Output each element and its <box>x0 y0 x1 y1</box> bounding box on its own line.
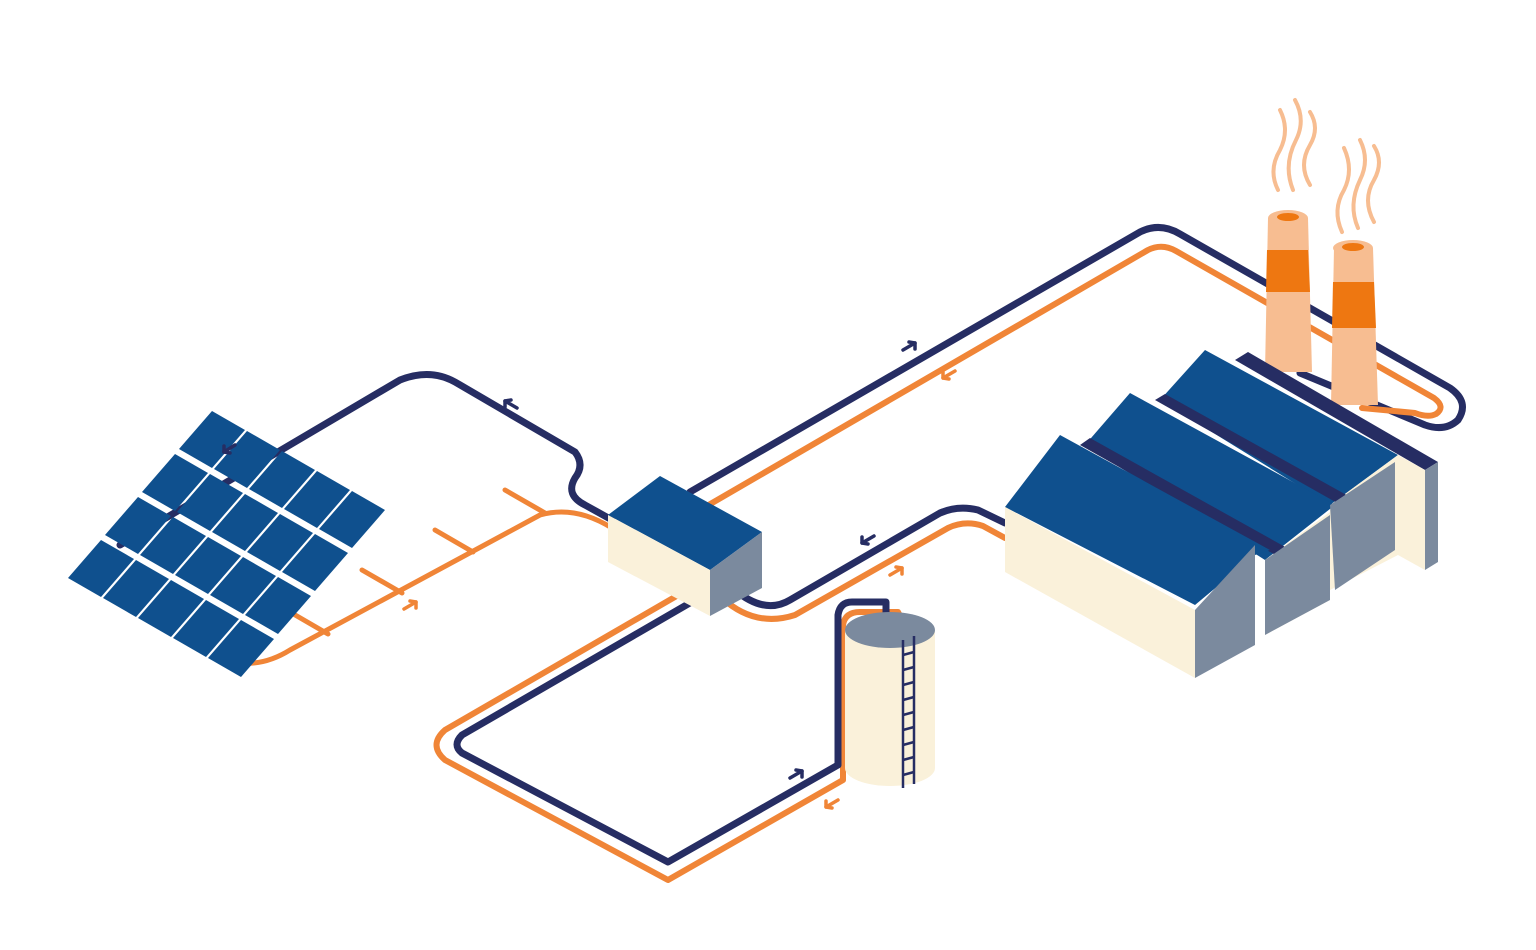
solar-panel <box>208 620 274 677</box>
factory-lower-cold-pipe <box>731 504 1009 610</box>
exchanger-top <box>608 476 762 570</box>
chimneys <box>1265 210 1378 405</box>
solar-panel <box>142 454 208 511</box>
tank-hot-pipe <box>433 591 908 883</box>
arrow-icon <box>901 340 917 352</box>
chimney-smoke-icon <box>1271 98 1381 234</box>
solar-panel <box>140 517 206 574</box>
arrow-icon <box>503 398 519 410</box>
solar-panel <box>103 560 169 617</box>
arrow-icon <box>788 768 804 780</box>
solar-panel <box>173 600 239 657</box>
tank-body <box>845 630 935 786</box>
solar-panel <box>282 534 348 591</box>
network-pipes <box>433 224 1466 883</box>
solar-hot-branch-1 <box>502 487 548 516</box>
tank-ladder <box>901 636 916 788</box>
solar-panel <box>179 411 245 468</box>
factory-upper-cold-pipe <box>686 224 1466 496</box>
flow-arrows <box>222 340 957 810</box>
tank-top <box>845 612 935 648</box>
solar-cold-pipe <box>116 371 616 549</box>
factory-upper-hot-pipe <box>697 243 1444 513</box>
arrow-icon <box>860 534 876 546</box>
solar-hot-branch-4 <box>287 609 331 637</box>
chimney-left <box>1265 210 1312 372</box>
solar-panel <box>245 577 311 634</box>
solar-panel <box>138 580 204 637</box>
arrow-icon <box>824 798 840 810</box>
solar-panel <box>105 497 171 554</box>
factory-lower-hot-pipe <box>719 520 1008 622</box>
storage-tank-icon <box>845 612 935 788</box>
exchanger-side <box>710 532 762 616</box>
arrow-icon <box>888 565 904 577</box>
solar-panel <box>177 474 243 531</box>
solar-panel <box>249 451 315 508</box>
tank-cold-pipe <box>453 596 890 866</box>
solar-panel-array-icon <box>68 411 385 677</box>
chimney-right <box>1331 240 1378 405</box>
arrow-icon <box>941 369 957 381</box>
solar-panel <box>68 540 134 597</box>
solar-panel <box>214 431 280 488</box>
solar-panel <box>284 471 350 528</box>
solar-panel <box>319 491 385 548</box>
solar-hot-branch-3 <box>359 567 405 596</box>
arrow-icon <box>222 443 237 455</box>
exchanger-front <box>608 515 710 616</box>
solar-panel <box>247 514 313 571</box>
heat-exchanger-box-icon <box>608 476 762 616</box>
solar-panel <box>212 494 278 551</box>
solar-panel <box>175 537 241 594</box>
solar-panel <box>210 557 276 614</box>
solar-hot-branch-2 <box>432 527 476 555</box>
factory-icon <box>1005 350 1438 678</box>
arrow-icon <box>402 599 418 611</box>
